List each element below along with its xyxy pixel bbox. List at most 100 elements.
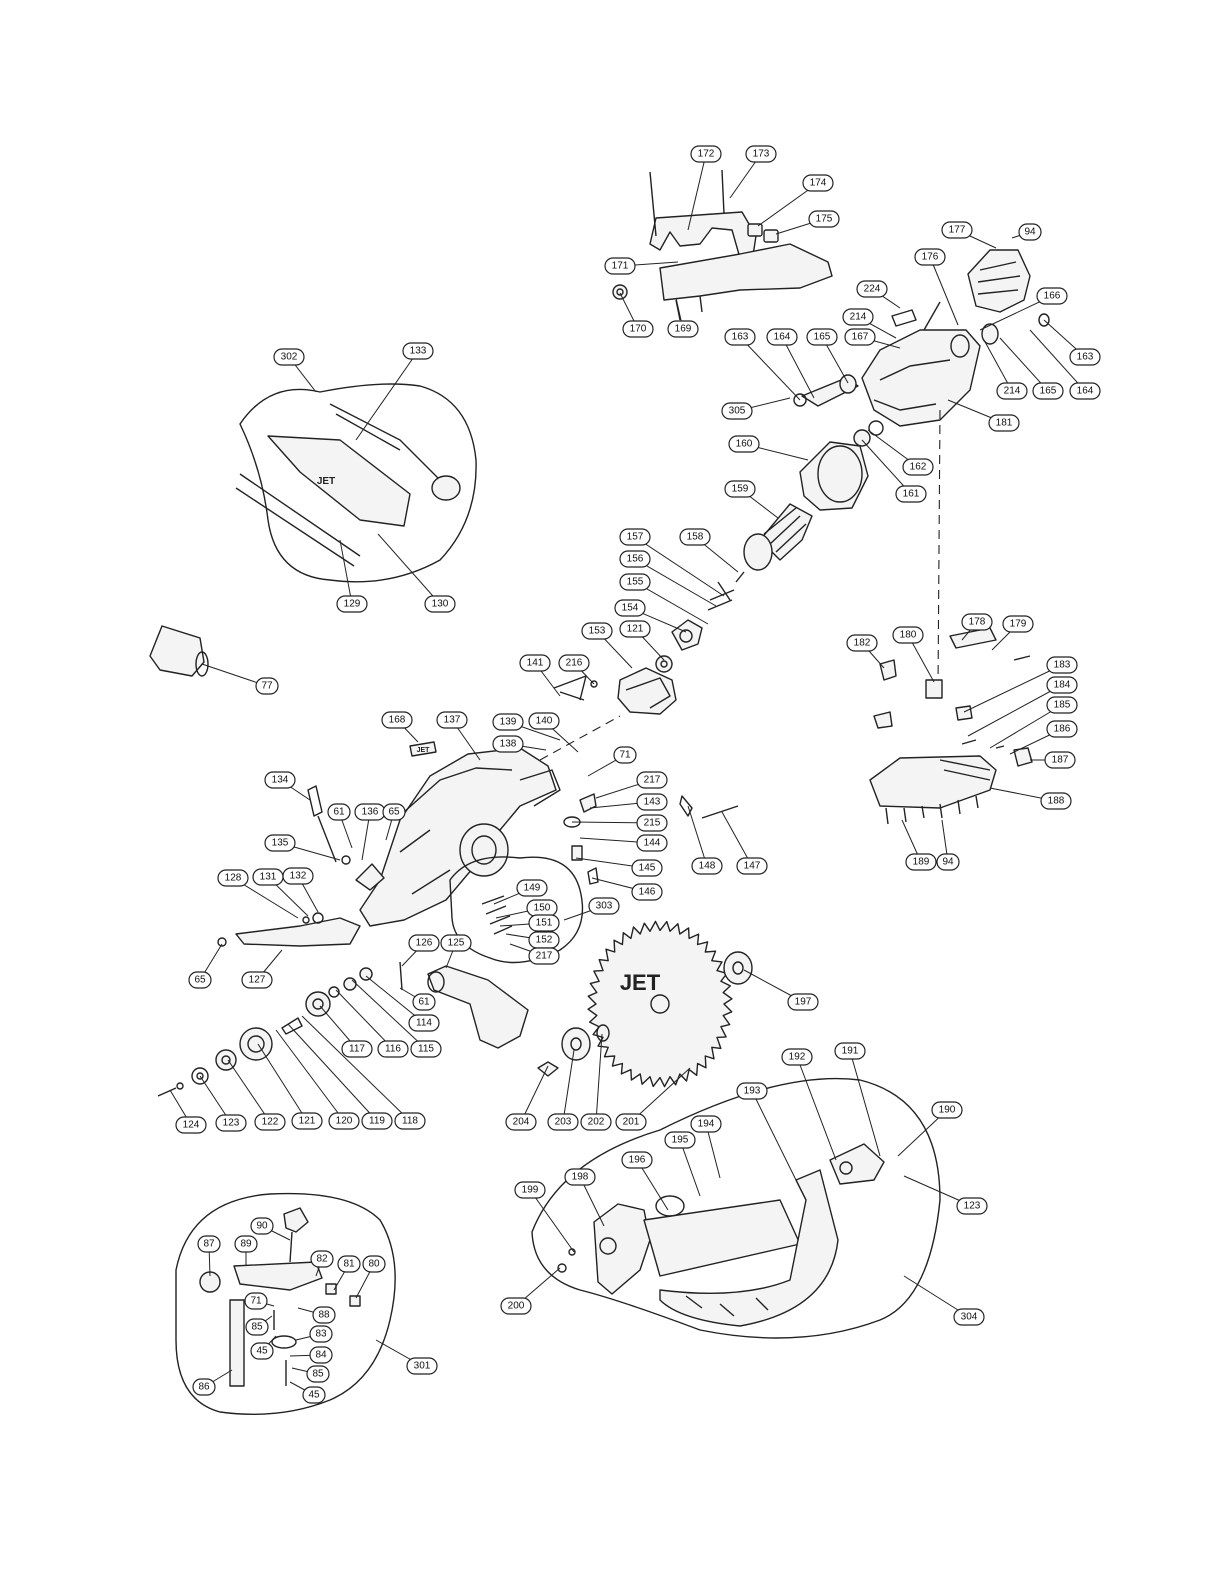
callout-leader xyxy=(335,989,394,1050)
callout-61: 61 xyxy=(399,987,436,1011)
callout-215: 215 xyxy=(571,814,668,832)
callout-label: 45 xyxy=(308,1390,320,1401)
callout-label: 125 xyxy=(448,938,465,949)
callout-45: 45 xyxy=(289,1381,326,1404)
callout-151: 151 xyxy=(499,914,560,932)
callout-77: 77 xyxy=(201,663,279,695)
callout-bubble xyxy=(721,402,753,420)
callout-117: 117 xyxy=(319,1005,373,1058)
callout-label: 184 xyxy=(1054,680,1071,691)
callout-label: 195 xyxy=(672,1135,689,1146)
callout-leader xyxy=(634,558,717,607)
callout-61: 61 xyxy=(327,803,353,849)
callout-label: 133 xyxy=(410,346,427,357)
callout-166: 166 xyxy=(979,287,1068,331)
callout-label: 150 xyxy=(534,903,551,914)
callout-bubble xyxy=(255,677,279,695)
callout-label: 163 xyxy=(732,332,749,343)
callout-label: 216 xyxy=(566,658,583,669)
callout-bubble xyxy=(766,328,798,346)
callout-147: 147 xyxy=(721,811,768,875)
callout-label: 130 xyxy=(432,599,449,610)
callout-169: 169 xyxy=(667,297,699,338)
callout-135: 135 xyxy=(264,834,341,861)
callout-leader xyxy=(796,1056,837,1161)
callout-label: 141 xyxy=(527,658,544,669)
callout-label: 303 xyxy=(596,901,613,912)
callout-leader xyxy=(630,1067,691,1123)
callout-bubble xyxy=(914,248,946,266)
callout-bubble xyxy=(619,528,651,546)
callout-label: 138 xyxy=(500,739,517,750)
callout-leader xyxy=(301,1015,411,1122)
callout-71: 71 xyxy=(587,746,637,777)
callout-bubble xyxy=(217,869,249,887)
callout-label: 154 xyxy=(622,603,639,614)
callout-bubble xyxy=(690,145,722,163)
callout-bubble xyxy=(410,1040,442,1058)
callout-71: 71 xyxy=(244,1292,275,1310)
callout-81: 81 xyxy=(333,1255,361,1291)
callout-80: 80 xyxy=(355,1255,386,1299)
callout-bubble xyxy=(241,971,273,989)
callout-161: 161 xyxy=(861,439,927,503)
callout-bubble xyxy=(842,308,874,326)
callout-label: 116 xyxy=(385,1044,401,1055)
callout-leader xyxy=(520,1065,549,1123)
callout-171: 171 xyxy=(604,257,679,275)
callout-217: 217 xyxy=(509,943,560,965)
callout-bubble xyxy=(406,1357,438,1375)
callout-label: 121 xyxy=(299,1116,316,1127)
callout-label: 168 xyxy=(389,715,406,726)
callout-bubble xyxy=(528,914,560,932)
callout-bubble xyxy=(312,1306,336,1324)
callout-label: 147 xyxy=(744,861,761,872)
callout-bubble xyxy=(1018,223,1042,241)
callout-144: 144 xyxy=(579,834,668,852)
callout-leader xyxy=(721,811,753,867)
callout-label: 304 xyxy=(961,1312,978,1323)
callout-label: 198 xyxy=(572,1172,589,1183)
callout-leader xyxy=(1029,329,1086,392)
callout-leader xyxy=(849,1050,881,1157)
callout-label: 188 xyxy=(1048,796,1065,807)
callout-label: 148 xyxy=(699,861,716,872)
callout-bubble xyxy=(621,1151,653,1169)
callout-bubble xyxy=(564,1168,596,1186)
callout-bubble xyxy=(175,1116,207,1134)
callout-bubble xyxy=(519,654,551,672)
callout-bubble xyxy=(394,1112,426,1130)
callout-bubble xyxy=(724,328,756,346)
callout-leader xyxy=(339,539,353,605)
callout-leader xyxy=(227,1059,271,1123)
callout-bubble xyxy=(310,1250,334,1268)
callout-bubble xyxy=(956,1197,988,1215)
blade-guard-arm: JET xyxy=(217,741,561,947)
callout-bubble xyxy=(341,1040,373,1058)
callout-bubble xyxy=(614,599,646,617)
callout-bubble xyxy=(728,435,760,453)
callout-94: 94 xyxy=(1011,223,1042,241)
callout-bubble xyxy=(1002,615,1034,633)
callout-bubble xyxy=(615,1113,647,1131)
callout-label: 174 xyxy=(810,178,827,189)
callout-label: 119 xyxy=(369,1116,385,1127)
callout-bubble xyxy=(961,613,993,631)
callout-label: 117 xyxy=(349,1044,365,1055)
callout-label: 65 xyxy=(194,975,206,986)
callout-187: 187 xyxy=(1030,751,1076,769)
callout-leader xyxy=(967,684,1063,737)
callout-115: 115 xyxy=(351,979,442,1058)
callout-label: 85 xyxy=(312,1369,324,1380)
callout-bubble xyxy=(936,853,960,871)
callout-label: 215 xyxy=(644,818,661,829)
callout-leader xyxy=(679,1139,701,1197)
callout-217: 217 xyxy=(595,771,668,799)
callout-leader xyxy=(287,1023,378,1122)
callout-bubble xyxy=(581,622,613,640)
callout-label: 199 xyxy=(522,1185,539,1196)
callout-bubble xyxy=(1040,792,1072,810)
callout-label: 84 xyxy=(315,1350,327,1361)
callout-bubble xyxy=(327,803,351,821)
